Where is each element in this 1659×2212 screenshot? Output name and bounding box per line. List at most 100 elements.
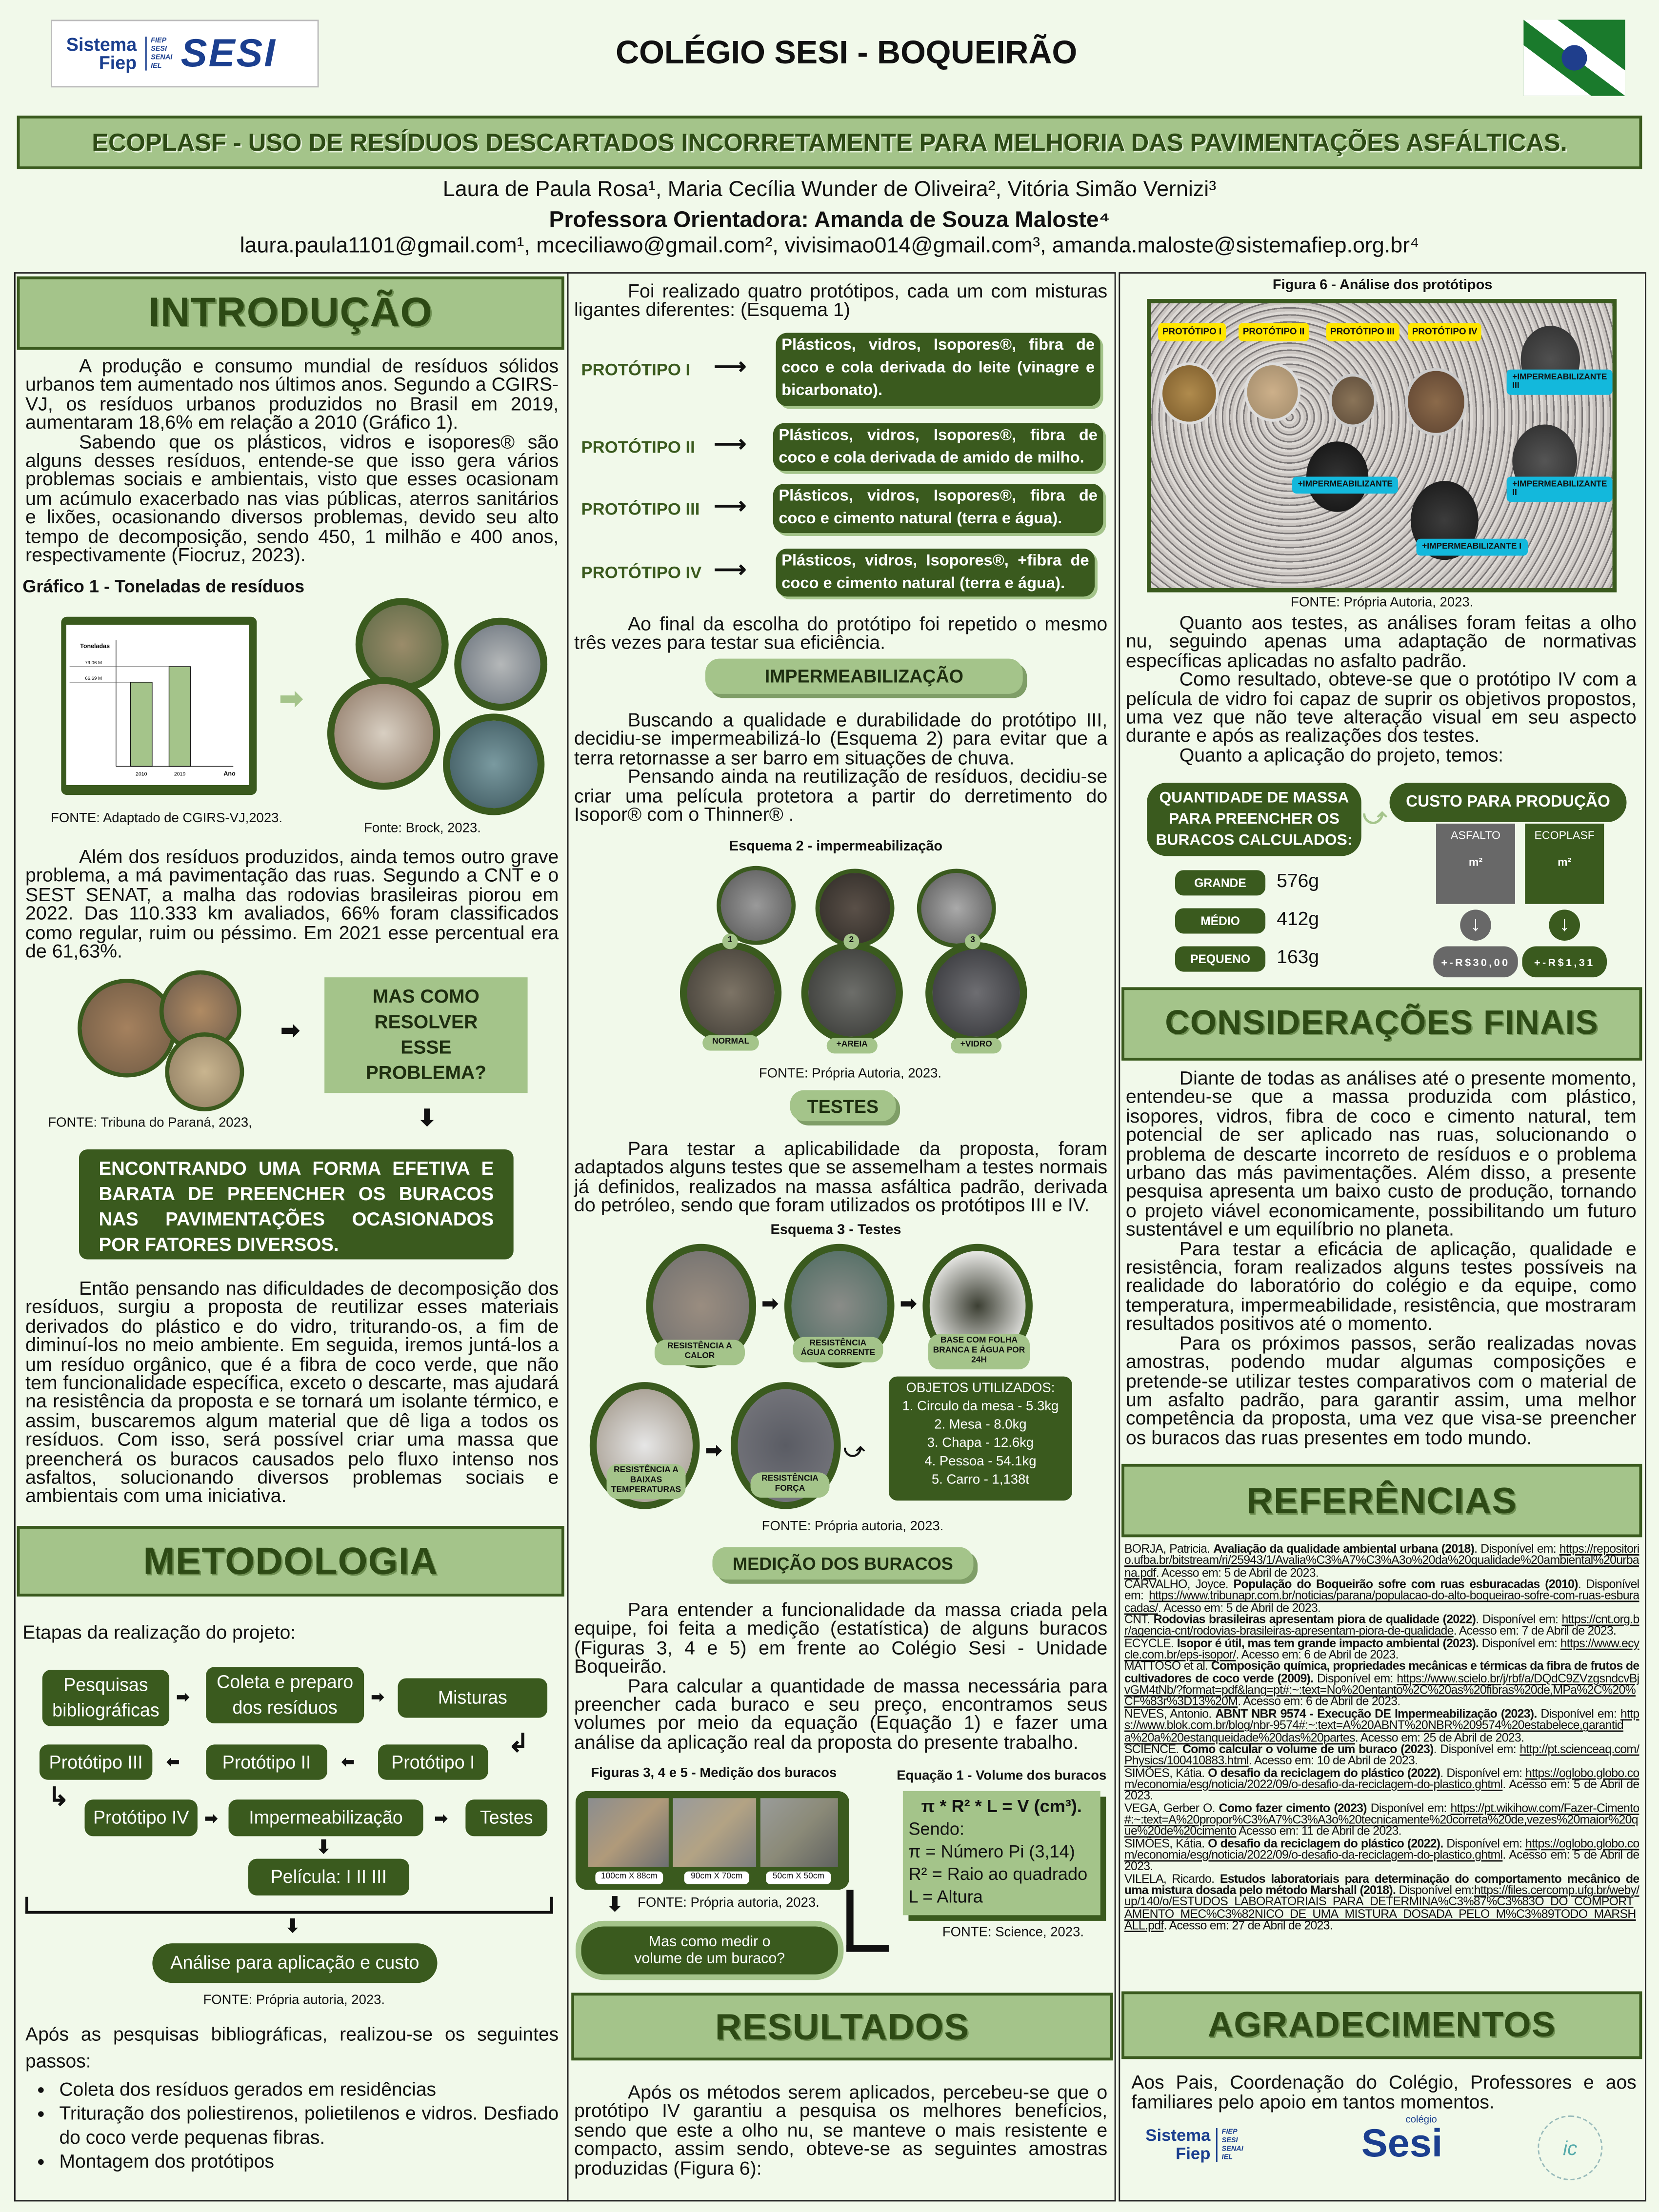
bar-2019 [168, 666, 191, 767]
reference-text: Disponível em: [1313, 1671, 1397, 1685]
reference-link[interactable]: https://pt.wikihow.com/Fazer-Cimento#:~:… [1124, 1800, 1639, 1838]
reference-link[interactable]: https://cnt.org.br/agencia-cnt/rodovias-… [1124, 1612, 1639, 1638]
logo-text: Fiep [1176, 2143, 1211, 2164]
authors: Laura de Paula Rosa¹, Maria Cecília Wund… [442, 178, 1217, 202]
coated-label: +IMPERMEABILIZANTE II [1506, 476, 1613, 502]
volume-question: Mas como medir o volume de um buraco? [575, 1920, 844, 1980]
references-heading: REFERÊNCIAS [1121, 1463, 1642, 1538]
object-item: 2. Mesa - 8.0kg [934, 1417, 1027, 1433]
acknowledgements-heading: AGRADECIMENTOS [1121, 1991, 1642, 2059]
prototype-label: PROTÓTIPO II [581, 437, 695, 457]
arrow-turn-icon: ↲ [508, 1729, 529, 1758]
hole-photo [760, 1798, 838, 1868]
reference-link[interactable]: https://repositorio.ufba.br/bitstream/ri… [1124, 1542, 1639, 1580]
pothole-photo [78, 979, 177, 1078]
sample-photo [717, 866, 796, 945]
arrow-right-icon: ➡ [900, 1292, 917, 1315]
colegio-sesi-logo: colégio Sesi [1361, 2115, 1443, 2165]
prototype-label: PROTÓTIPO IV [581, 562, 702, 583]
paragraph: Após os métodos serem aplicados, percebe… [574, 2081, 1108, 2179]
reference-title: ABNT NBR 9574 - Execução DE Impermeabili… [1215, 1706, 1537, 1720]
reference-access: Acesso em: 11 de Abril de 2023. [1236, 1824, 1401, 1838]
arrow-down-icon: ⬇ [606, 1893, 623, 1916]
measurement-text: Para entender a funcionalidade da massa … [574, 1600, 1107, 1752]
reference-link[interactable]: https://files.cercomp.ufg.br/weby/up/140… [1124, 1882, 1639, 1933]
equation-box: π * R² * L = V (cm³). Sendo: π = Número … [902, 1791, 1100, 1916]
reference-link[interactable]: https://oglobo.globo.com/economia/esg/no… [1124, 1765, 1639, 1791]
equation-formula: π * R² * L = V (cm³). [921, 1797, 1082, 1817]
sample-glass-photo [925, 942, 1027, 1044]
methodology-intro: Etapas da realização do projeto: [22, 1621, 296, 1643]
logo-text: Sistema [1145, 2125, 1211, 2145]
arrow-right-icon: ➡ [176, 1689, 190, 1707]
paragraph: Diante de todas as análises até o presen… [1125, 1067, 1637, 1240]
cost-title: CUSTO PARA PRODUÇÃO [1389, 783, 1627, 823]
mass-value: 576g [1277, 870, 1319, 891]
scheme3-images: ➡ ➡ RESISTÊNCIA A CALOR RESISTÊNCIA ÁGUA… [581, 1241, 1103, 1509]
reference-author: NEVES, Antonio. [1124, 1706, 1216, 1720]
arrow-turn-icon: ↳ [48, 1782, 69, 1811]
logo-text: colégio [1405, 2115, 1437, 2126]
emails: laura.paula1101@gmail.com¹, mceciliawo@g… [240, 234, 1419, 258]
reference-title: Rodovias brasileiras apresentam piora de… [1153, 1612, 1476, 1626]
flow-node-prototype-1: Protótipo I [378, 1744, 488, 1780]
mass-quantity-title: QUANTIDADE DE MASSA PARA PREENCHER OS BU… [1147, 783, 1361, 856]
sample-label: +VIDRO [951, 1038, 1002, 1054]
reference-item: BORJA, Patricia. Avaliação da qualidade … [1124, 1543, 1639, 1578]
intro-text: A produção e consumo mundial de resíduos… [25, 356, 559, 565]
hole-size-2: PEQUENO [1175, 946, 1266, 972]
scheme2-images: 1 2 3 NORMAL +AREIA +VIDRO [674, 863, 1055, 1061]
paragraph: Para entender a funcionalidade da massa … [574, 1599, 1108, 1678]
cost-price: +-R$1,31 [1522, 946, 1607, 978]
elbow-arrow-icon [846, 1890, 889, 1952]
advisor: Professora Orientadora: Amanda de Souza … [549, 209, 1110, 233]
reference-author: VEGA, Gerber O. [1124, 1800, 1219, 1815]
logo-text: Sesi [1361, 2121, 1443, 2165]
reference-access: . Acesso em: 5 de Abril de 2023. [1158, 1600, 1321, 1615]
reference-link[interactable]: https://www.ecycle.com.br/eps-isopor/ [1124, 1635, 1639, 1662]
figure6-title: Figura 6 - Análise dos protótipos [1272, 277, 1493, 294]
logo-brand: IEL [1221, 2153, 1233, 2162]
reference-text: . Disponível em: [1433, 1741, 1520, 1756]
cost-name: ASFALTO [1451, 829, 1501, 842]
figure6-source: FONTE: Própria Autoria, 2023. [1291, 595, 1474, 611]
prototype-description: Plásticos, vidros, Isopores®, fibra de c… [773, 423, 1103, 471]
coated-label: +IMPERMEABILIZANTE [1292, 476, 1399, 494]
reference-link[interactable]: https://oglobo.globo.com/economia/esg/no… [1124, 1836, 1639, 1862]
paragraph: Para testar a eficácia de aplicação, qua… [1125, 1238, 1637, 1335]
landfill-photo [355, 598, 449, 691]
reference-link[interactable]: https://www.tribunapr.com.br/noticias/pa… [1124, 1588, 1639, 1615]
chart-source: FONTE: Adaptado de CGIRS-VJ,2023. [51, 810, 283, 827]
paragraph: Como resultado, obteve-se que o protótip… [1125, 669, 1637, 747]
flow-node-prototype-4: Protótipo IV [84, 1799, 198, 1837]
arrow-right-icon: ➡ [371, 1689, 384, 1707]
flow-node-research: Pesquisas bibliográficas [42, 1670, 170, 1726]
object-item: 5. Carro - 1,138t [931, 1472, 1029, 1488]
reference-link[interactable]: https://www.blok.com.br/blog/nbr-9574#:~… [1124, 1706, 1639, 1744]
test-label: BASE COM FOLHA BRANCA E ÁGUA POR 24H [928, 1334, 1030, 1370]
reference-link[interactable]: https://www.scielo.br/j/rbf/a/DQdC9ZVzgs… [1124, 1671, 1639, 1709]
reference-text: Disponível em: [1479, 1635, 1560, 1650]
x-tick-label: 2010 [136, 771, 147, 777]
reference-author: MATTOSO et al. [1124, 1659, 1211, 1674]
reference-access: . Acesso em: 10 de Abril de 2023. [1248, 1753, 1418, 1768]
arrow-right-icon: ⟶ [714, 558, 746, 583]
object-item: 3. Chapa - 12.6kg [927, 1436, 1034, 1451]
prototype-label: PROTÓTIPO I [581, 359, 691, 379]
results-analysis: Quanto aos testes, as análises foram fei… [1126, 613, 1637, 765]
reference-link[interactable]: http://pt.scienceaq.com/Physics/10041088… [1124, 1741, 1639, 1768]
x-axis-label: Ano [223, 770, 236, 777]
curved-arrow-icon: ⤻ [1362, 805, 1387, 830]
reference-title: Composição química, propriedades mecânic… [1124, 1659, 1639, 1685]
equation-line: L = Altura [908, 1887, 983, 1907]
reference-item: CARVALHO, Joyce. População do Boqueirão … [1124, 1577, 1639, 1615]
flow-node-tests: Testes [465, 1799, 548, 1837]
value-label: 79,06 M [85, 660, 102, 666]
title-banner: ECOPLASF - USO DE RESÍDUOS DESCARTADOS I… [17, 116, 1642, 170]
reference-title: O desafio da reciclagem do plástico (202… [1208, 1765, 1440, 1779]
reference-author: CARVALHO, Joyce. [1124, 1577, 1234, 1591]
cost-unit: m² [1558, 856, 1572, 869]
reference-item: VEGA, Gerber O. Como fazer cimento (2023… [1124, 1800, 1639, 1838]
sample-photo [917, 869, 996, 948]
chart-plot-area [66, 625, 249, 785]
